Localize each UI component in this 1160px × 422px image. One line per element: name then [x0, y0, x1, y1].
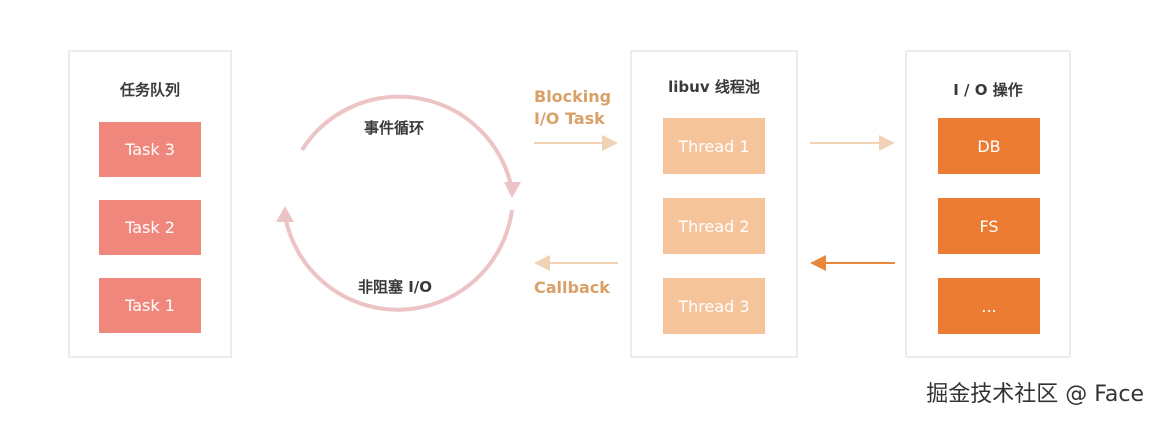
blocking-label-line2: I/O Task [534, 109, 605, 128]
callback-label: Callback [534, 278, 610, 297]
blocking-io-task-label: Blocking I/O Task [534, 86, 611, 130]
thread-1-box: Thread 1 [663, 118, 765, 174]
task-3-box: Task 3 [99, 122, 201, 177]
event-loop-arc-left [283, 209, 514, 312]
db-box: DB [938, 118, 1040, 174]
event-loop-arrowhead-left [276, 206, 294, 222]
task-1-box: Task 1 [99, 278, 201, 333]
fs-box: FS [938, 198, 1040, 254]
non-blocking-io-label: 非阻塞 I/O [358, 278, 433, 296]
watermark: 掘金技术社区 @ Face [926, 382, 1144, 407]
task-queue-title: 任务队列 [119, 81, 180, 99]
io-operations-panel: I / O 操作 DB FS ... [905, 50, 1071, 358]
task-2-box: Task 2 [99, 200, 201, 255]
io-operations-title: I / O 操作 [953, 81, 1023, 99]
thread-2-box: Thread 2 [663, 198, 765, 254]
thread-pool-panel: libuv 线程池 Thread 1 Thread 2 Thread 3 [630, 50, 798, 358]
event-loop-label: 事件循环 [364, 119, 425, 137]
event-loop-arrowhead-right [504, 182, 521, 198]
thread-3-box: Thread 3 [663, 278, 765, 334]
event-loop-arc-right [300, 94, 514, 191]
thread-pool-title: libuv 线程池 [668, 78, 760, 96]
blocking-label-line1: Blocking [534, 87, 612, 106]
more-io-box: ... [938, 278, 1040, 334]
task-queue-panel: 任务队列 Task 3 Task 2 Task 1 [68, 50, 232, 358]
